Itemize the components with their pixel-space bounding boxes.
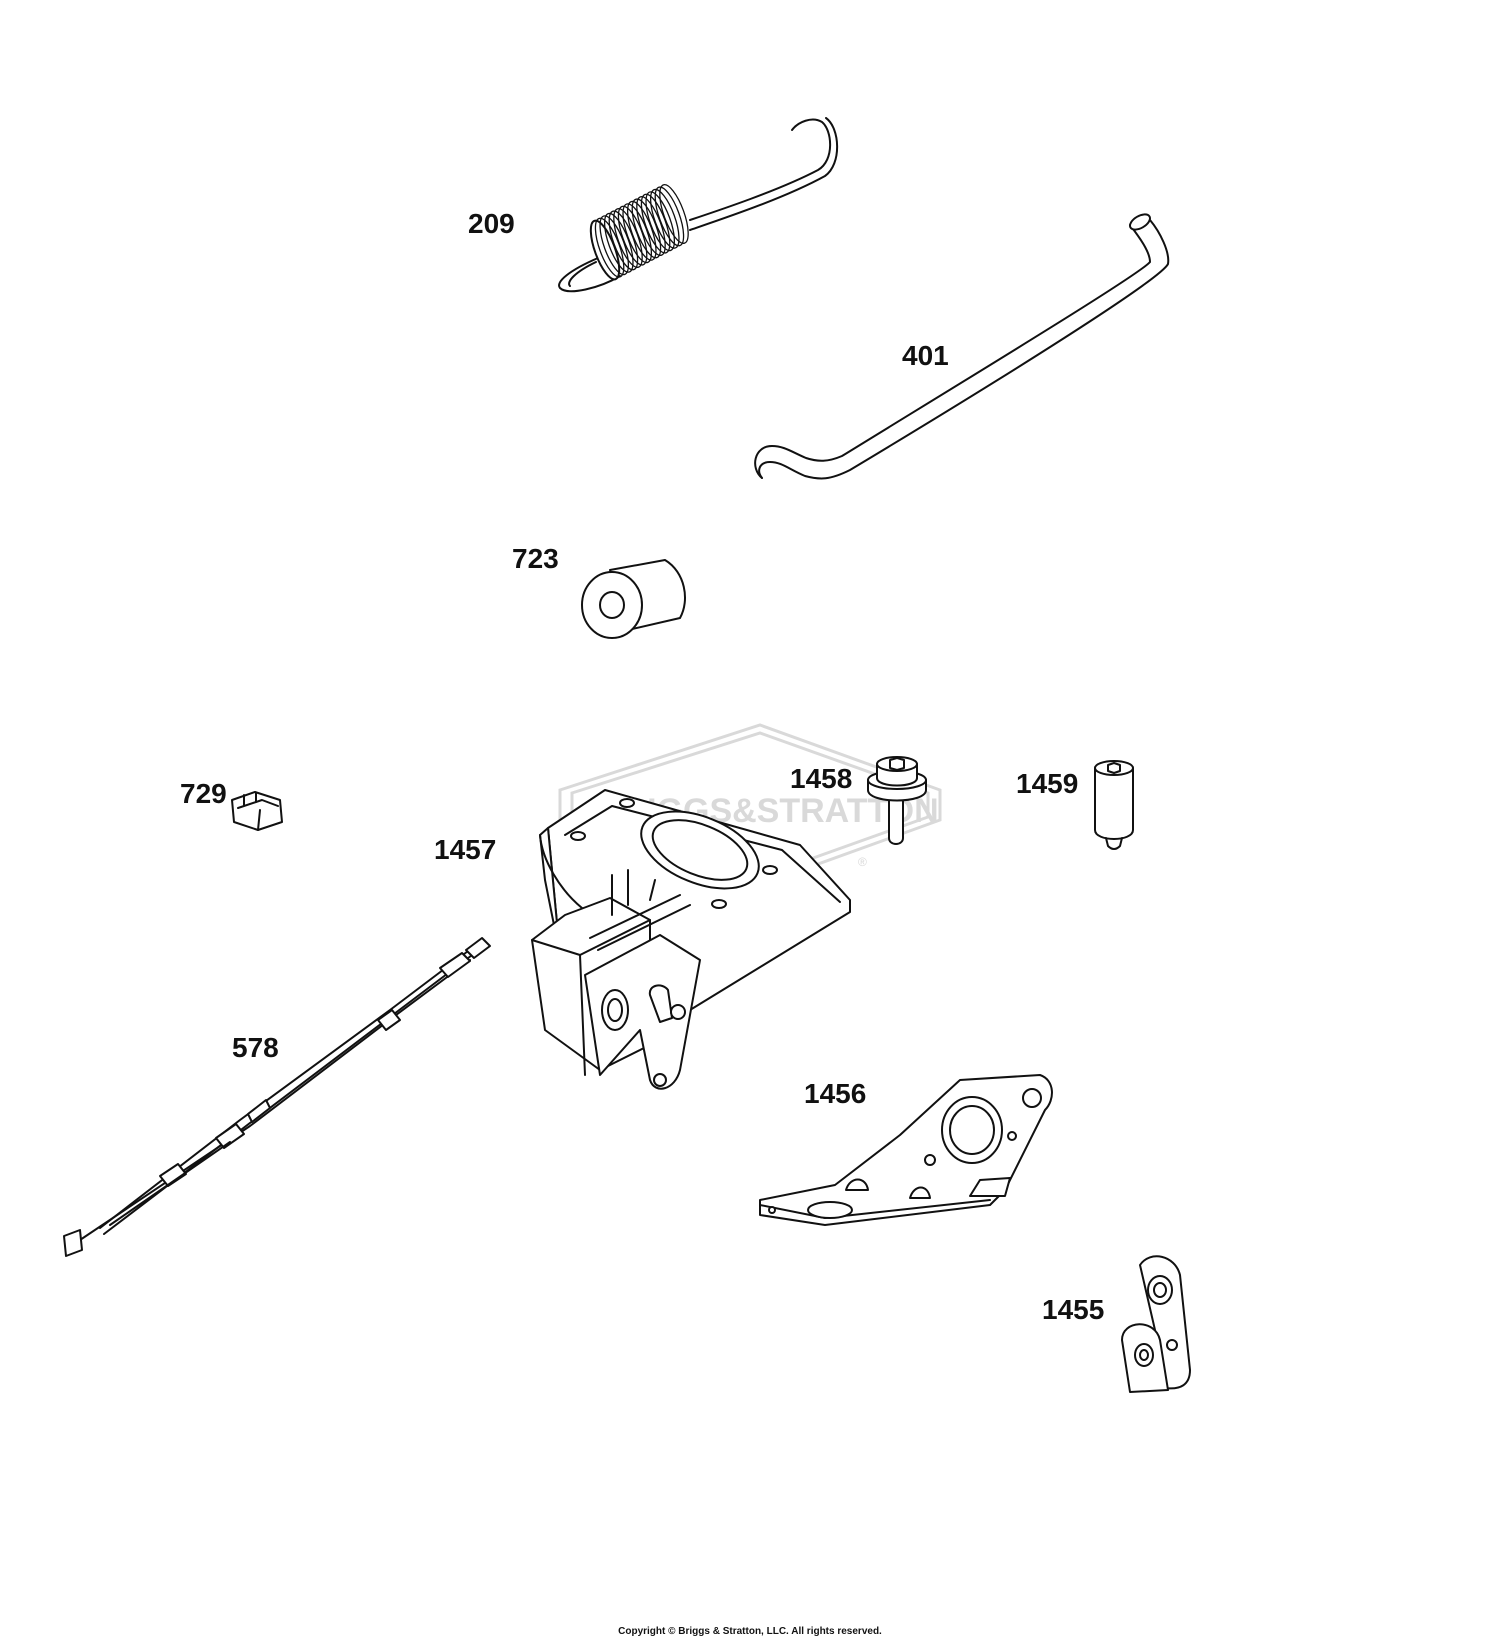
spacer-723-drawing — [581, 559, 686, 639]
part-label-578: 578 — [232, 1032, 279, 1063]
part-label-729: 729 — [180, 778, 227, 809]
part-label-1456: 1456 — [804, 1078, 867, 1109]
part-label-1459: 1459 — [1016, 768, 1079, 799]
spring-coil — [654, 186, 685, 247]
spring-coil — [645, 191, 676, 252]
spring-coil — [659, 184, 689, 244]
screw-1458-drawing — [867, 756, 927, 845]
control-bracket-1457-drawing — [531, 789, 851, 1090]
wire-harness-578-drawing — [63, 937, 491, 1257]
part-label-1455: 1455 — [1042, 1294, 1105, 1325]
clip-729-drawing — [231, 791, 283, 831]
plate-bracket-1456-drawing — [759, 1074, 1053, 1226]
set-screw-1459-drawing — [1094, 760, 1134, 850]
spring-coil — [649, 188, 680, 249]
part-label-209: 209 — [468, 208, 515, 239]
spring-209-drawing — [558, 117, 839, 293]
watermark-registered-mark: ® — [858, 855, 867, 869]
part-label-1458: 1458 — [790, 763, 853, 794]
part-label-723: 723 — [512, 543, 559, 574]
copyright-footer: Copyright © Briggs & Stratton, LLC. All … — [618, 1626, 882, 1637]
part-label-1457: 1457 — [434, 834, 497, 865]
link-rod-401-drawing — [754, 213, 1170, 480]
part-label-401: 401 — [902, 340, 949, 371]
lever-bracket-1455-drawing — [1121, 1255, 1191, 1393]
